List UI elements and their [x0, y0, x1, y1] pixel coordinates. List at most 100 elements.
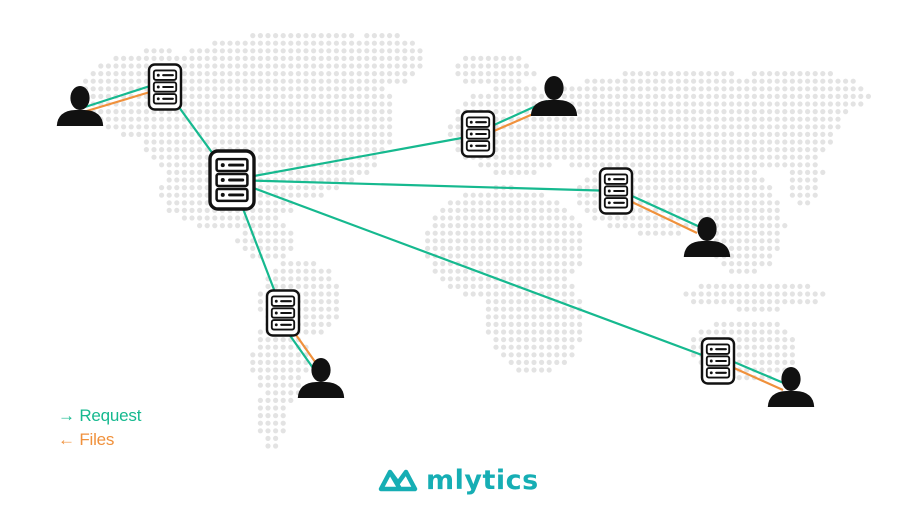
- map-dot: [539, 192, 545, 198]
- map-dot: [546, 245, 552, 251]
- map-dot: [691, 101, 697, 107]
- map-dot: [371, 93, 377, 99]
- map-dot: [508, 207, 514, 213]
- map-dot: [759, 230, 765, 236]
- map-dot: [706, 93, 712, 99]
- map-dot: [303, 33, 309, 39]
- map-dot: [751, 200, 758, 206]
- map-dot: [668, 192, 674, 198]
- map-dot: [683, 185, 689, 191]
- map-dot: [569, 245, 575, 251]
- map-dot: [805, 131, 811, 137]
- map-dot: [759, 215, 765, 221]
- map-dot: [759, 207, 765, 213]
- map-dot: [592, 101, 598, 107]
- map-dot: [607, 131, 613, 137]
- map-dot: [493, 162, 499, 168]
- map-dot: [508, 86, 514, 92]
- map-dot: [812, 299, 818, 305]
- map-dot: [143, 93, 149, 99]
- map-dot: [257, 131, 263, 137]
- map-dot: [288, 147, 294, 153]
- map-dot: [736, 207, 742, 213]
- map-dot: [577, 321, 583, 327]
- map-dot: [402, 63, 408, 69]
- map-dot: [516, 207, 522, 213]
- map-dot: [128, 101, 134, 107]
- map-dot: [402, 78, 408, 84]
- map-dot: [713, 215, 720, 221]
- map-dot: [706, 71, 712, 77]
- map-dot: [166, 131, 172, 137]
- map-dot: [273, 40, 279, 46]
- map-dot: [227, 48, 233, 54]
- map-dot: [797, 162, 803, 168]
- map-dot: [235, 71, 241, 77]
- map-dot: [432, 245, 438, 251]
- map-dot: [295, 71, 301, 77]
- map-dot: [713, 283, 720, 289]
- map-dot: [508, 321, 514, 327]
- map-dot: [470, 63, 476, 69]
- map-dot: [698, 299, 704, 305]
- map-dot: [759, 131, 765, 137]
- legend-request: → Request: [58, 406, 142, 425]
- map-dot: [516, 299, 522, 305]
- map-dot: [409, 40, 415, 46]
- map-dot: [584, 154, 590, 160]
- map-dot: [736, 147, 742, 153]
- map-dot: [698, 147, 704, 153]
- map-dot: [257, 337, 263, 343]
- map-dot: [782, 93, 788, 99]
- map-dot: [523, 124, 530, 130]
- map-dot: [455, 245, 461, 251]
- map-dot: [713, 177, 720, 183]
- map-dot: [539, 124, 545, 130]
- map-dot: [751, 93, 758, 99]
- map-dot: [767, 86, 773, 92]
- map-dot: [318, 139, 324, 145]
- map-dot: [691, 93, 697, 99]
- map-dot: [599, 124, 606, 130]
- map-dot: [744, 86, 750, 92]
- map-dot: [637, 230, 644, 236]
- map-dot: [280, 78, 286, 84]
- map-dot: [736, 230, 742, 236]
- map-dot: [569, 253, 575, 259]
- map-dot: [531, 147, 537, 153]
- map-dot: [751, 321, 758, 327]
- map-dot: [227, 139, 233, 145]
- map-dot: [622, 154, 628, 160]
- map-dot: [463, 268, 469, 274]
- map-dot: [463, 101, 469, 107]
- map-dot: [455, 139, 461, 145]
- map-dot: [143, 63, 149, 69]
- map-dot: [197, 169, 203, 175]
- map-dot: [721, 192, 727, 198]
- map-dot: [371, 162, 377, 168]
- map-dot: [744, 192, 750, 198]
- map-dot: [463, 215, 469, 221]
- map-dot: [637, 116, 644, 122]
- map-dot: [235, 238, 241, 244]
- map-dot: [607, 109, 613, 115]
- map-dot: [645, 177, 651, 183]
- map-dot: [698, 131, 704, 137]
- map-dot: [774, 101, 780, 107]
- map-dot: [577, 200, 583, 206]
- map-dot: [387, 93, 393, 99]
- map-dot: [508, 93, 514, 99]
- map-dot: [455, 63, 461, 69]
- map-dot: [653, 169, 659, 175]
- map-dot: [759, 124, 765, 130]
- map-dot: [280, 245, 286, 251]
- map-dot: [554, 261, 560, 267]
- map-dot: [554, 321, 560, 327]
- map-dot: [789, 71, 796, 77]
- map-dot: [812, 109, 818, 115]
- map-dot: [257, 352, 263, 358]
- map-dot: [265, 390, 271, 396]
- map-dot: [341, 169, 347, 175]
- map-dot: [767, 344, 773, 350]
- map-dot: [691, 299, 697, 305]
